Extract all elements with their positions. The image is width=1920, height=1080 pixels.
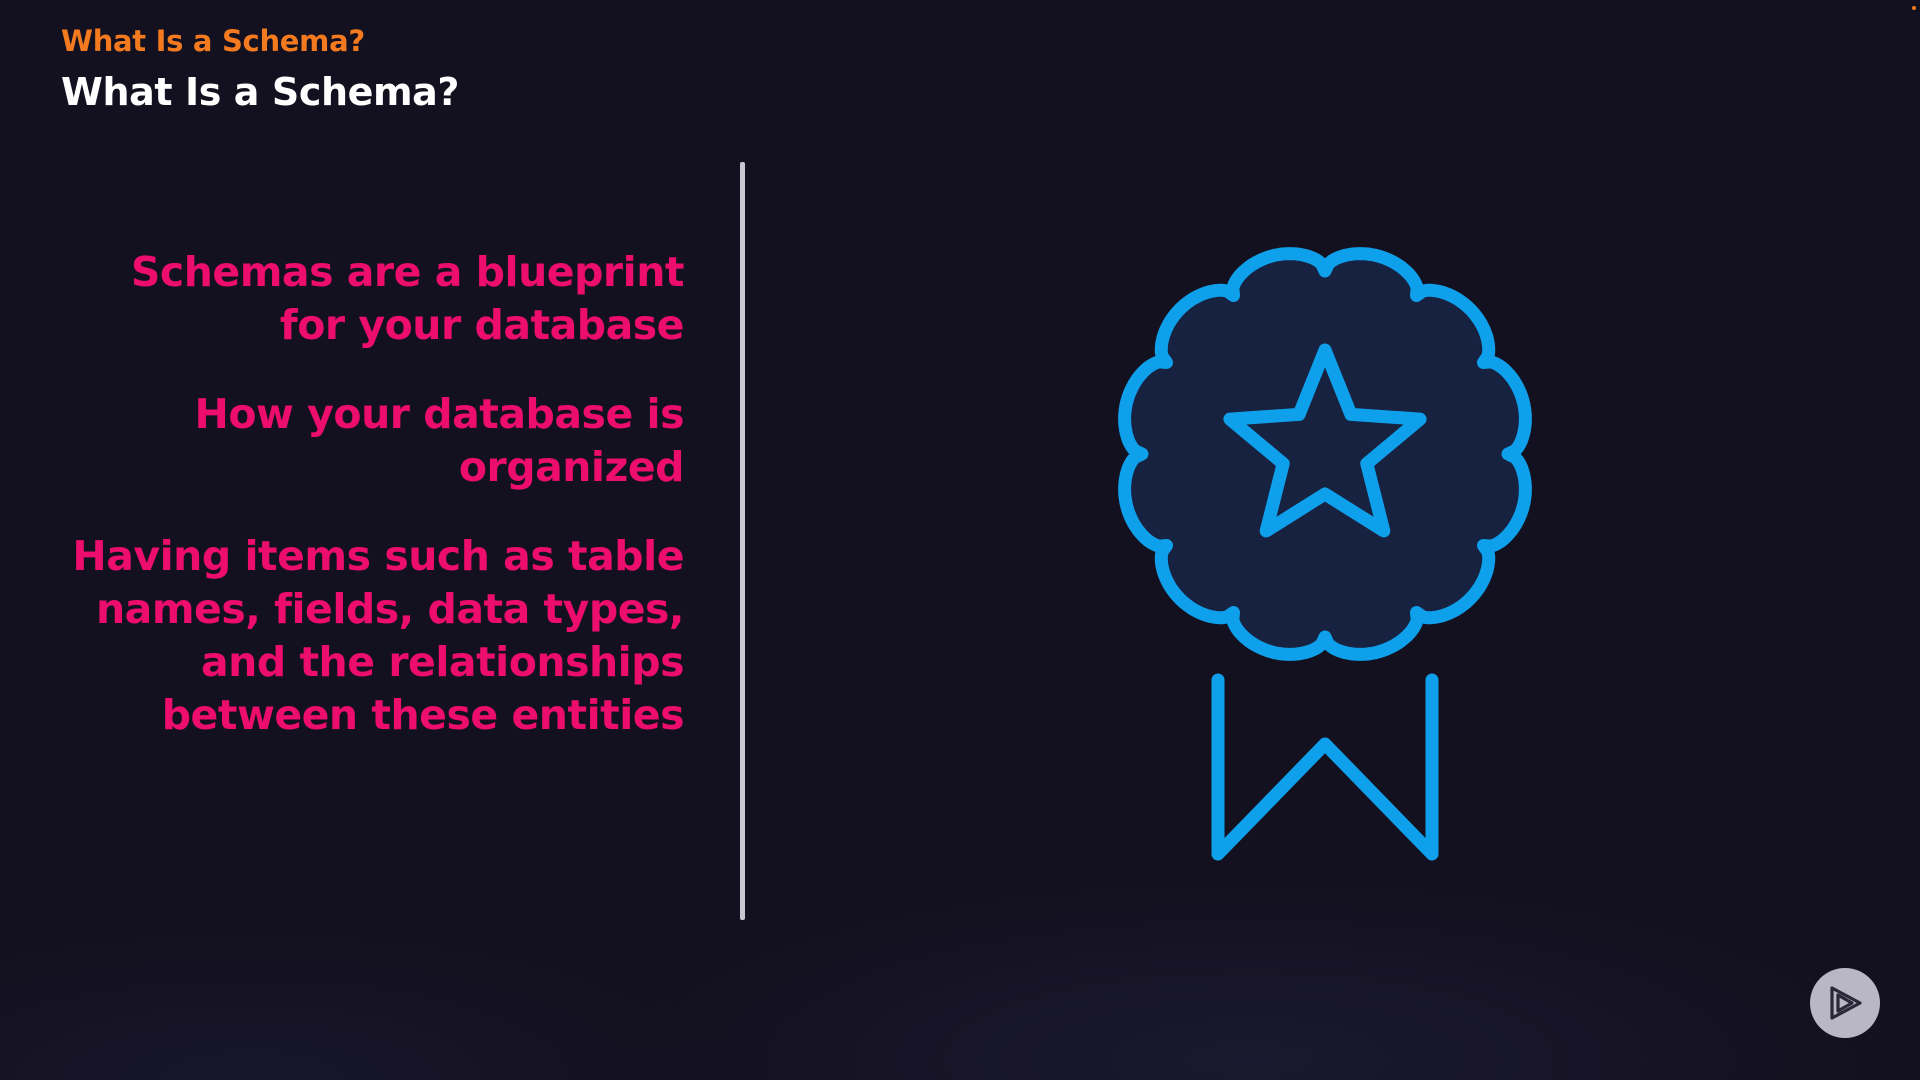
point-organized: How your database is organized xyxy=(64,388,685,494)
point-line: names, fields, data types, xyxy=(95,585,685,633)
play-logo-icon xyxy=(1830,986,1862,1020)
slide-title: What Is a Schema? xyxy=(61,70,460,114)
award-badge-star-icon xyxy=(1080,214,1560,874)
point-line: between these entities xyxy=(161,691,685,739)
point-blueprint: Schemas are a blueprint for your databas… xyxy=(64,246,685,352)
point-line: organized xyxy=(458,443,685,491)
point-line: for your database xyxy=(279,301,685,349)
point-line: Having items such as table xyxy=(72,532,684,580)
point-line: How your database is xyxy=(194,390,685,438)
bullet-points: Schemas are a blueprint for your databas… xyxy=(64,246,684,778)
play-logo-button[interactable] xyxy=(1810,968,1880,1038)
point-line: and the relationships xyxy=(200,638,685,686)
section-eyebrow: What Is a Schema? xyxy=(61,24,365,58)
corner-indicator-dot xyxy=(1912,6,1916,10)
vertical-divider xyxy=(740,162,745,920)
point-items: Having items such as table names, fields… xyxy=(64,530,684,742)
point-line: Schemas are a blueprint xyxy=(130,248,685,296)
